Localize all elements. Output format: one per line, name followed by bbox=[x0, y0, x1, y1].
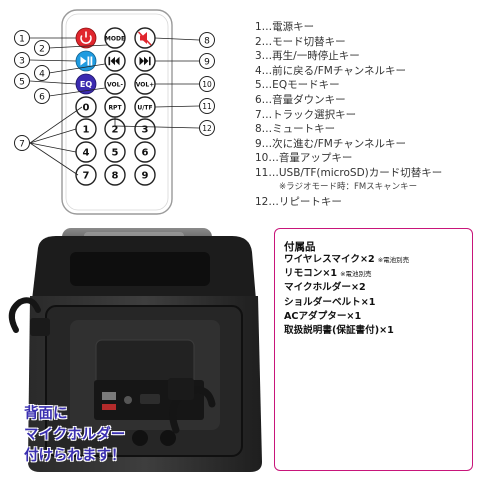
callout-1 bbox=[14, 30, 30, 46]
speaker-rear-view bbox=[8, 228, 262, 472]
callout-8 bbox=[199, 32, 215, 48]
callout-9-label: 9 bbox=[204, 58, 210, 68]
digit-key-3-label: 3 bbox=[142, 125, 149, 136]
callout-7 bbox=[14, 135, 30, 151]
volume-up-label: VOL+ bbox=[136, 82, 155, 89]
repeat-key-label: RPT bbox=[108, 105, 122, 112]
callout-3 bbox=[14, 52, 30, 68]
digit-key-6 bbox=[134, 141, 156, 163]
callout-5-label: 5 bbox=[19, 78, 25, 88]
accessory-label: ACアダプター×1 bbox=[284, 310, 362, 322]
callout-12-label: 12 bbox=[202, 124, 212, 133]
caption-line-3: 付けられます！ bbox=[24, 448, 126, 464]
key-item: 1…電源キー bbox=[255, 21, 315, 33]
accessory-note: ※電池別売 bbox=[377, 256, 410, 264]
digit-key-3 bbox=[134, 118, 156, 140]
caption-line-2: マイクホルダー bbox=[24, 427, 126, 443]
digit-key-2-label: 2 bbox=[112, 125, 119, 136]
accessories-list: ワイヤレスマイク×2※電池別売 リモコン×1※電池別売 マイクホルダー×2 ショ… bbox=[284, 253, 409, 338]
callout-11 bbox=[199, 98, 215, 114]
callout-10-label: 10 bbox=[202, 80, 212, 89]
callout-lines bbox=[29, 37, 200, 176]
callout-2-label: 2 bbox=[39, 45, 45, 55]
accessory-label: リモコン×1 bbox=[284, 268, 338, 280]
accessory-item: マイクホルダー×2 bbox=[284, 281, 409, 295]
remote-control: MODE EQ VOL- bbox=[61, 9, 173, 215]
digit-key-5 bbox=[104, 141, 126, 163]
digit-key-9-label: 9 bbox=[142, 171, 149, 182]
digit-key-9 bbox=[134, 164, 156, 186]
key-item: 7…トラック選択キー bbox=[255, 108, 357, 121]
caption-line-1: 背面に bbox=[24, 406, 68, 422]
callout-5 bbox=[14, 73, 30, 89]
accessory-label: マイクホルダー×2 bbox=[284, 282, 366, 294]
callout-7-label: 7 bbox=[19, 140, 25, 150]
digit-key-0-label: 0 bbox=[83, 103, 90, 114]
key-item: 12…リピートキー bbox=[255, 195, 342, 208]
accessory-note: ※電池別売 bbox=[340, 270, 372, 279]
accessories-panel: 付属品 ワイヤレスマイク×2※電池別売 リモコン×1※電池別売 マイクホルダー×… bbox=[274, 228, 473, 471]
key-item: 2…モード切替キー bbox=[255, 35, 346, 48]
digit-key-5-label: 5 bbox=[112, 148, 119, 159]
accessories-title: 付属品 bbox=[284, 241, 316, 253]
key-item: 11…USB/TF(microSD)カード切替キー bbox=[255, 166, 443, 179]
key-item: 4…前に戻る/FMチャンネルキー bbox=[255, 64, 407, 77]
accessory-item: ACアダプター×1 bbox=[284, 310, 409, 324]
power-icon bbox=[80, 31, 92, 45]
accessory-label: ショルダーベルト×1 bbox=[284, 296, 376, 308]
key-item-note: ※ラジオモード時：FMスキャンキー bbox=[279, 181, 418, 192]
callout-4 bbox=[34, 65, 50, 81]
digit-key-8-label: 8 bbox=[112, 171, 119, 182]
accessory-label: ワイヤレスマイク×2 bbox=[284, 254, 375, 265]
digit-key-1-label: 1 bbox=[83, 125, 90, 136]
volume-down-key bbox=[104, 73, 126, 95]
callout-6-label: 6 bbox=[39, 93, 45, 103]
key-item: 5…EQモードキー bbox=[255, 79, 340, 92]
accessory-item: ワイヤレスマイク×2※電池別売 bbox=[284, 253, 409, 267]
power-key bbox=[75, 27, 97, 49]
mode-key bbox=[104, 27, 126, 49]
callout-4-label: 4 bbox=[39, 70, 45, 80]
callout-3-label: 3 bbox=[19, 57, 25, 67]
key-item: 10…音量アップキー bbox=[255, 152, 353, 165]
callout-1-label: 1 bbox=[19, 35, 25, 45]
digit-key-6-label: 6 bbox=[142, 148, 149, 159]
callout-11-label: 11 bbox=[202, 102, 212, 111]
mic-holder-caption: 背面に マイクホルダー 付けられます！ bbox=[24, 404, 126, 467]
key-function-list: 1…電源キー 2…モード切替キー 3…再生/一時停止キー 4…前に戻る/FMチャ… bbox=[255, 20, 477, 209]
callout-2 bbox=[34, 40, 50, 56]
key-item: 6…音量ダウンキー bbox=[255, 93, 346, 106]
key-item: 8…ミュートキー bbox=[255, 123, 336, 136]
digit-key-0 bbox=[75, 96, 97, 118]
mute-icon bbox=[137, 31, 152, 46]
usb-tf-key-label: U/TF bbox=[137, 105, 152, 112]
accessory-label: 取扱説明書(保証書付)×1 bbox=[284, 325, 394, 337]
eq-key-label: EQ bbox=[80, 80, 92, 89]
callout-12 bbox=[199, 120, 215, 136]
key-item: 9…次に進む/FMチャンネルキー bbox=[255, 137, 407, 150]
digit-key-7 bbox=[75, 164, 97, 186]
callouts: 1 2 3 4 5 6 7 8 9 10 11 12 bbox=[14, 30, 215, 151]
callout-8-label: 8 bbox=[204, 37, 210, 47]
digit-key-4-label: 4 bbox=[83, 148, 90, 159]
digit-key-8 bbox=[104, 164, 126, 186]
attached-mic-holder-right bbox=[168, 378, 216, 434]
volume-down-label: VOL- bbox=[107, 82, 123, 89]
next-icon bbox=[139, 56, 151, 66]
previous-icon bbox=[108, 56, 120, 66]
callout-6 bbox=[34, 88, 50, 104]
accessory-item: 取扱説明書(保証書付)×1 bbox=[284, 324, 409, 338]
key-item: 3…再生/一時停止キー bbox=[255, 50, 360, 63]
attached-mic-holder-left bbox=[8, 297, 50, 336]
accessory-item: ショルダーベルト×1 bbox=[284, 296, 409, 310]
mode-key-label: MODE bbox=[105, 36, 125, 43]
digit-key-7-label: 7 bbox=[83, 171, 90, 182]
accessory-item: リモコン×1※電池別売 bbox=[284, 267, 409, 281]
callout-9 bbox=[199, 53, 215, 69]
callout-10 bbox=[199, 76, 215, 92]
play-pause-icon bbox=[80, 56, 93, 66]
